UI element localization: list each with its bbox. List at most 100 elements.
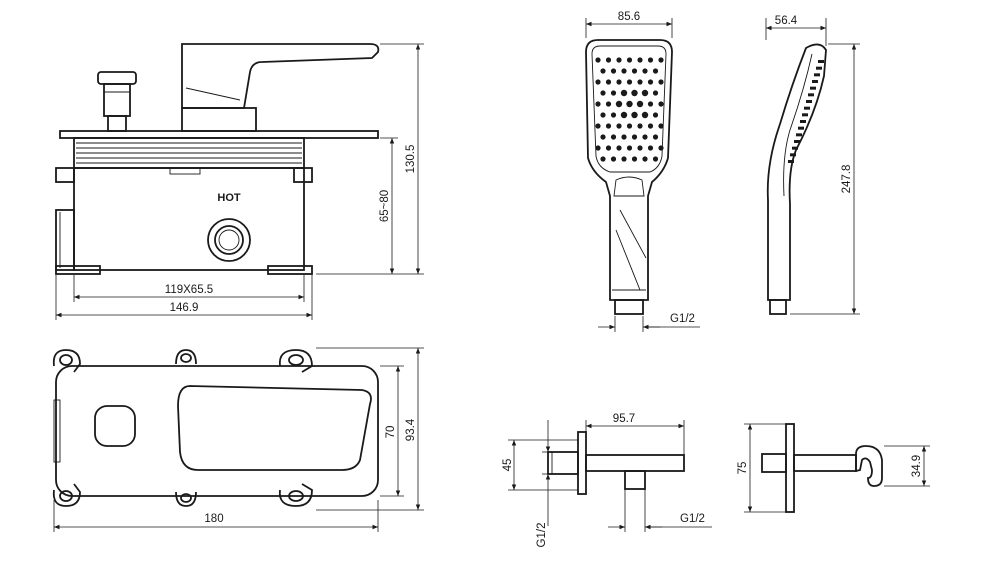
- right-tab: [293, 167, 313, 183]
- nozzle-dot: [626, 79, 633, 85]
- nozzle-dot: [642, 134, 648, 140]
- nozzle-dot: [641, 89, 649, 97]
- hand-shower-front-view: 85.6 G1/2: [585, 11, 700, 332]
- nozzle-dot: [631, 68, 638, 74]
- dim-plate-inner-height: 70: [385, 426, 397, 439]
- nozzle-dot: [658, 101, 664, 107]
- shower-thread-nut: [614, 299, 644, 315]
- dim-outlet-thread-left: G1/2: [536, 523, 548, 548]
- dim-depth-range: 65~80: [379, 190, 391, 222]
- nozzle-dot: [616, 145, 622, 151]
- nozzle-dot: [642, 68, 648, 74]
- dim-overall-width: 146.9: [170, 302, 199, 314]
- side-nozzle: [818, 60, 824, 63]
- side-nozzle: [810, 86, 816, 90]
- nozzle-dot: [647, 123, 654, 129]
- dim-outlet-thread-bottom: G1/2: [680, 513, 705, 525]
- dim-holder-size: 34.9: [911, 455, 923, 477]
- nozzle-dot: [610, 90, 617, 96]
- nozzle-dot: [600, 134, 606, 140]
- nozzle-dot: [600, 156, 606, 162]
- nozzle-dot: [652, 156, 659, 162]
- nozzle-dot: [610, 156, 617, 162]
- side-nozzle: [806, 100, 812, 103]
- nozzle-dot: [637, 79, 643, 85]
- dim-box-width: 119X65.5: [165, 284, 213, 296]
- nozzle-dot: [621, 134, 627, 140]
- nozzle-dot: [658, 123, 664, 129]
- dim-shower-length: 247.8: [841, 165, 853, 194]
- left-tab: [55, 167, 75, 183]
- nozzle-dot: [658, 79, 664, 85]
- diverter-knob: [97, 71, 137, 132]
- nozzle-dot: [600, 68, 606, 74]
- nozzle-dot: [652, 90, 659, 96]
- nozzle-dot: [647, 145, 654, 151]
- nozzle-dot: [610, 68, 617, 74]
- nozzle-dot: [605, 145, 612, 151]
- nozzle-dot: [616, 123, 622, 129]
- nozzle-dot: [616, 57, 622, 63]
- threaded-collar: [73, 137, 305, 169]
- nozzle-dot: [621, 156, 627, 162]
- nozzle-dot: [631, 134, 638, 140]
- nozzle-dot: [658, 145, 664, 151]
- holder-inlet-nut: [761, 453, 787, 473]
- nozzle-dot: [620, 89, 628, 97]
- right-foot: [267, 265, 313, 275]
- outlet-inlet-nut: [547, 451, 579, 475]
- nozzle-dot: [647, 79, 654, 85]
- side-nozzle: [814, 73, 820, 77]
- mounting-ears: [52, 349, 313, 507]
- nozzle-dot: [636, 100, 644, 108]
- hand-shower-side-view: 56.4 247.8: [765, 15, 860, 315]
- nozzle-dot: [641, 111, 649, 119]
- dim-plate-height: 93.4: [405, 418, 417, 441]
- nozzle-dot: [652, 68, 659, 74]
- hot-label: HOT: [217, 192, 241, 204]
- nozzle-dot: [626, 123, 633, 129]
- cover-plate-outline: [55, 365, 379, 497]
- side-nozzle: [802, 113, 808, 117]
- dim-outlet-length: 95.7: [613, 413, 635, 425]
- side-nozzle: [798, 126, 804, 130]
- nozzle-dot: [595, 79, 601, 85]
- holder-hook: [855, 445, 883, 487]
- dim-head-width: 85.6: [618, 11, 640, 23]
- side-nozzle: [788, 160, 794, 163]
- nozzle-dot: [595, 145, 601, 151]
- nozzle-dot: [637, 145, 643, 151]
- side-nozzle: [812, 80, 818, 83]
- side-thread-nut: [769, 299, 787, 315]
- nozzle-dot: [595, 123, 601, 129]
- nozzle-dot: [647, 57, 654, 63]
- side-nozzle: [800, 120, 806, 123]
- dim-total-height: 130.5: [405, 145, 417, 174]
- nozzle-dot: [631, 89, 638, 97]
- cover-plate: [59, 130, 379, 139]
- nozzle-dot: [595, 101, 601, 107]
- nozzle-dot: [637, 123, 643, 129]
- side-nozzle: [808, 93, 814, 97]
- mixer-side-view: HOT 119X65.5 146.9 65~80: [55, 43, 424, 320]
- nozzle-dot: [637, 57, 643, 63]
- wall-outlet-view: 95.7 45 G1/2 G1/2: [502, 413, 712, 547]
- dim-shower-thread: G1/2: [670, 313, 695, 325]
- nozzle-dot: [642, 156, 648, 162]
- nozzle-dot: [631, 111, 638, 119]
- knob-square: [94, 405, 136, 447]
- side-nozzle: [796, 133, 802, 137]
- dim-holder-height: 75: [737, 462, 749, 475]
- nozzle-dot: [621, 68, 627, 74]
- side-nozzle: [790, 153, 796, 157]
- side-nozzle: [792, 146, 798, 150]
- nozzle-dot: [616, 79, 622, 85]
- dim-side-width: 56.4: [775, 15, 798, 27]
- dim-outlet-height: 45: [502, 459, 514, 472]
- nozzle-dot: [600, 90, 606, 96]
- nozzle-dot: [615, 100, 623, 108]
- plate-edge-notch: [53, 399, 61, 463]
- lever-top-view: [177, 385, 372, 471]
- outlet-body: [585, 454, 685, 472]
